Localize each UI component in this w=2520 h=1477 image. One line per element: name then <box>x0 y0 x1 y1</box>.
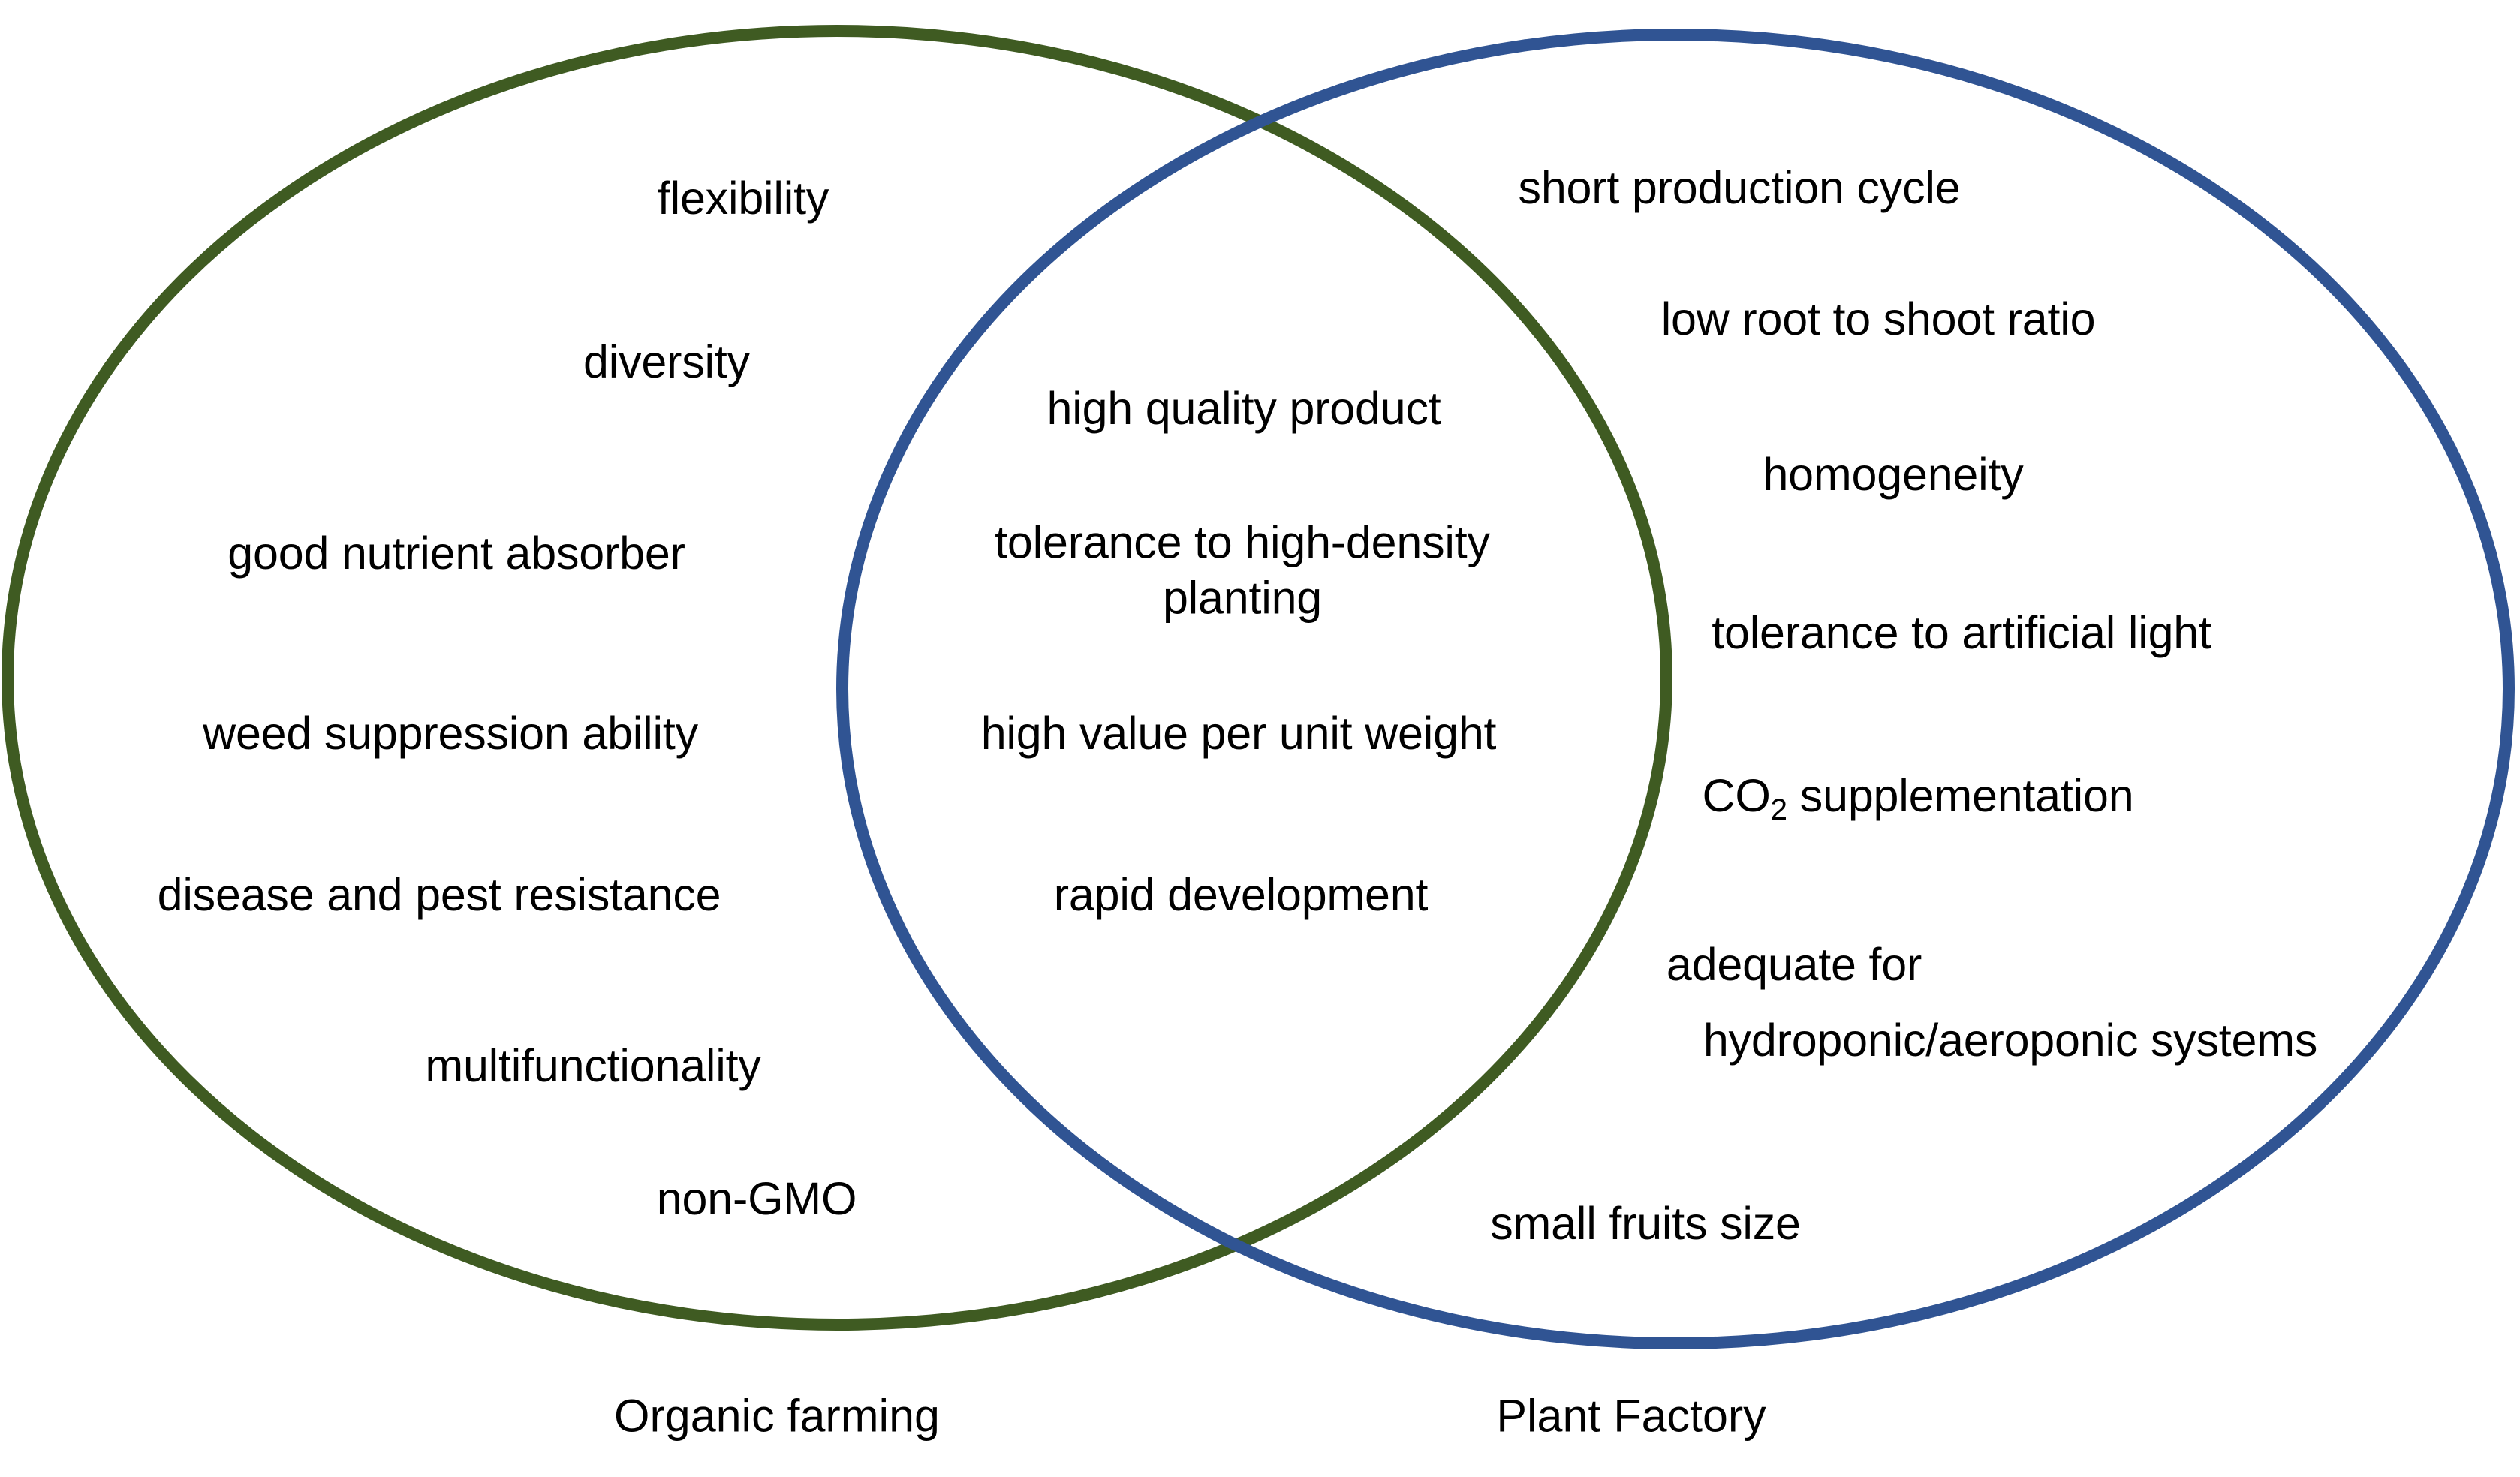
organic-farming-trait-item: good nutrient absorber <box>227 527 685 579</box>
set-title-organic-farming: Organic farming <box>614 1390 940 1442</box>
shared-trait-item: high quality product <box>1046 382 1441 434</box>
organic-farming-trait-item: disease and pest resistance <box>157 868 721 920</box>
organic-farming-trait-item: flexibility <box>657 172 829 224</box>
organic-farming-trait-item: diversity <box>583 335 750 387</box>
shared-trait-item: high value per unit weight <box>980 707 1497 759</box>
organic-farming-trait-item: multifunctionality <box>425 1039 761 1091</box>
plant-factory-trait-item: low root to shoot ratio <box>1660 293 2096 344</box>
organic-farming-ellipse <box>2 25 1672 1331</box>
plant-factory-trait-item: adequate for <box>1666 938 1922 990</box>
plant-factory-ellipse <box>836 29 2515 1349</box>
plant-factory-trait-item: short production cycle <box>1518 161 1961 213</box>
set-title-plant-factory: Plant Factory <box>1496 1390 1766 1442</box>
plant-factory-trait-item: hydroponic/aeroponic systems <box>1703 1014 2318 1066</box>
organic-farming-trait-item: non-GMO <box>656 1172 857 1224</box>
plant-factory-trait-item: small fruits size <box>1490 1197 1801 1249</box>
shared-trait-item: rapid development <box>1053 868 1429 920</box>
plant-factory-trait-item: tolerance to artificial light <box>1712 606 2211 658</box>
shared-trait-item: tolerance to high-density planting <box>995 516 1490 624</box>
plant-factory-trait-item: homogeneity <box>1763 448 2024 500</box>
organic-farming-trait-item: weed suppression ability <box>203 707 698 759</box>
plant-factory-trait-item: CO2 supplementation <box>1702 769 2134 827</box>
